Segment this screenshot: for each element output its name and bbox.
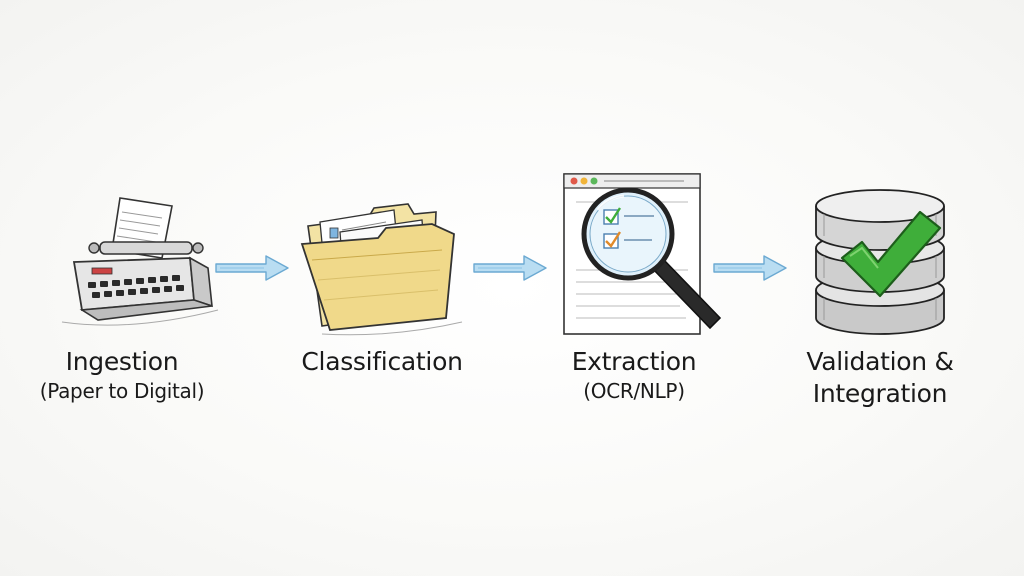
stage-title: Classification	[301, 347, 463, 376]
magnifier-document-icon	[563, 173, 722, 335]
arrow-right-icon	[473, 255, 547, 281]
stage-subtitle: Integration	[812, 379, 948, 408]
stage-title: Ingestion	[65, 347, 179, 376]
stage-subtitle: (Paper to Digital)	[39, 379, 205, 403]
arrow-right-icon	[215, 255, 289, 281]
stage-subtitle: (OCR/NLP)	[583, 379, 685, 403]
stage-title: Extraction	[571, 347, 697, 376]
stage-ingestion: Ingestion (Paper to Digital)	[22, 0, 222, 576]
arrow-right-icon	[713, 255, 787, 281]
stage-title: Validation &	[806, 347, 954, 376]
stage-extraction: Extraction (OCR/NLP)	[534, 0, 734, 576]
stage-classification: Classification	[282, 0, 482, 576]
typewriter-icon	[61, 197, 219, 326]
database-check-icon	[815, 189, 945, 335]
folder-icon	[300, 203, 463, 336]
stage-validation: Validation & Integration	[780, 0, 980, 576]
